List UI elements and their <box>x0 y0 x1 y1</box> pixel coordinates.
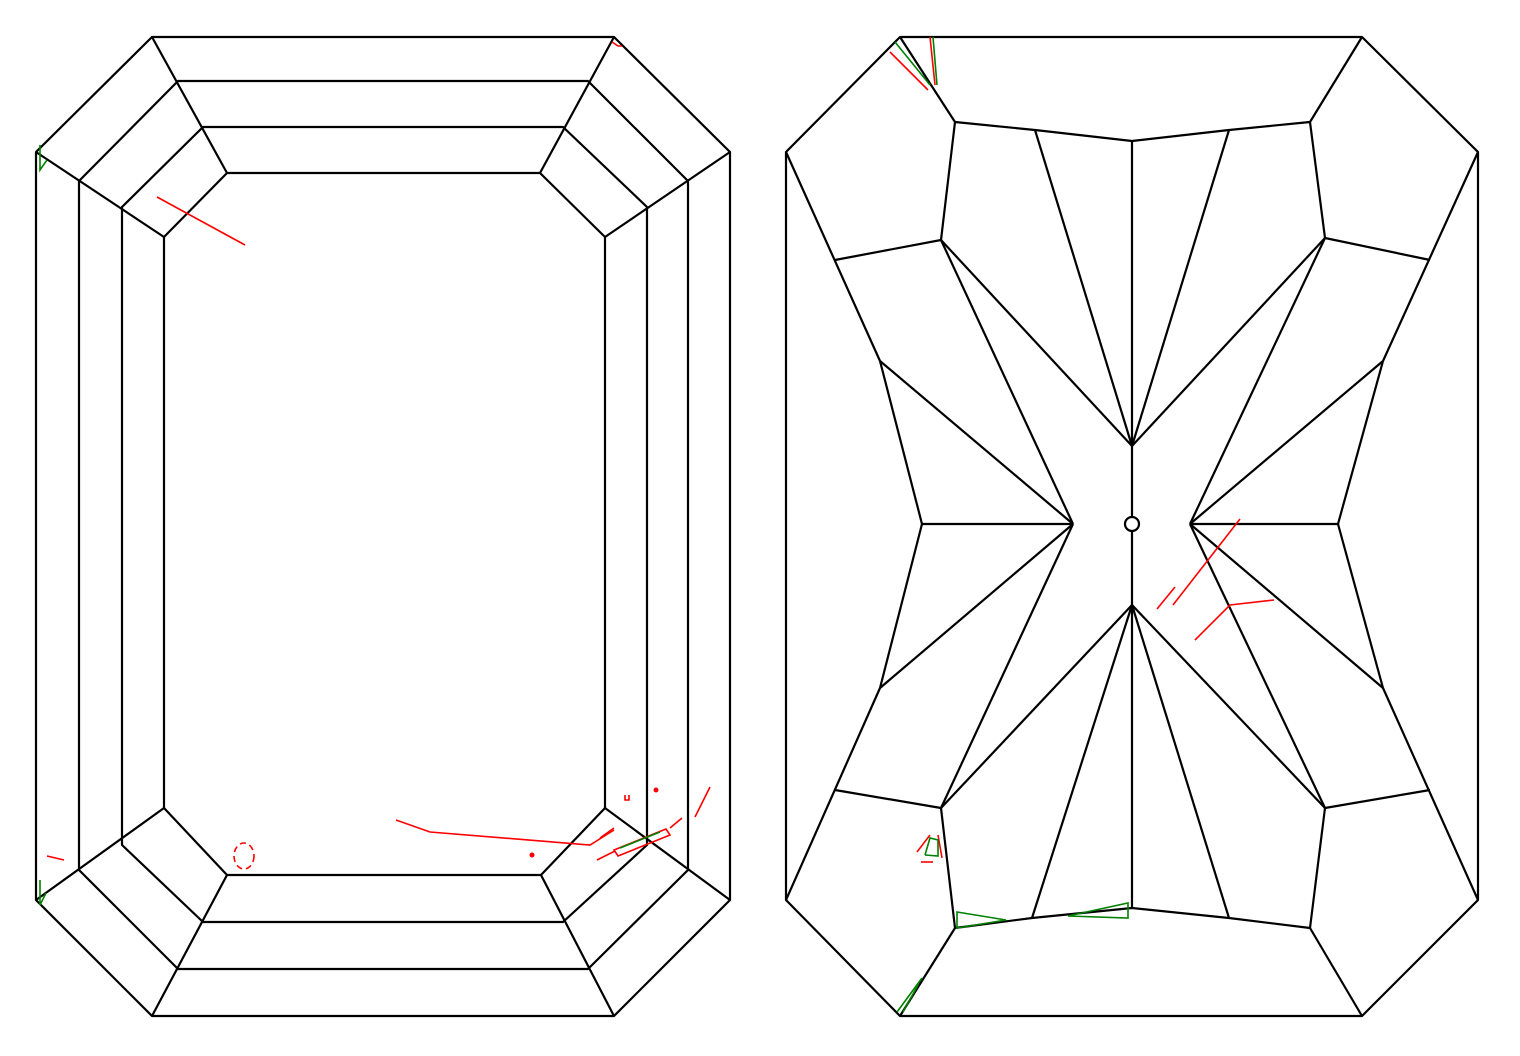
pavilion-facet-edge <box>1189 237 1326 525</box>
red-inclusion-mark <box>156 196 246 246</box>
crown-ring-0 <box>34 35 732 1018</box>
red-inclusion-mark <box>46 855 65 861</box>
red-inclusion-mark <box>233 842 255 870</box>
red-inclusion-mark <box>599 827 615 839</box>
crown-ring-1 <box>77 79 690 971</box>
red-inclusion-mark <box>1194 599 1275 641</box>
corner-facet-edge <box>540 874 615 1017</box>
red-inclusion-mark <box>669 817 683 829</box>
green-inclusion-mark <box>902 984 919 1013</box>
red-inclusion-mark <box>916 834 931 853</box>
inclusion-marks <box>39 36 1275 1013</box>
pavilion-facet-edge <box>1381 151 1480 362</box>
pavilion-facet-edge <box>1308 807 1327 929</box>
green-inclusion-mark <box>39 880 47 906</box>
green-inclusion-mark <box>896 977 923 1013</box>
pavilion-facet-edge <box>1189 523 1384 689</box>
corner-facet-edge <box>35 807 165 901</box>
red-inclusion-mark <box>612 828 672 857</box>
green-inclusion-mark <box>932 36 938 86</box>
pavilion-facet-edge <box>1336 360 1385 525</box>
green-inclusion-mark <box>1067 902 1129 919</box>
pavilion-facet-edge <box>879 360 1074 525</box>
culet <box>1123 515 1141 533</box>
pavilion-facet-edge <box>1131 604 1326 809</box>
crown-ring-2 <box>120 125 649 924</box>
green-inclusion-mark <box>619 831 661 849</box>
pavilion-facet-edge <box>1030 604 1134 919</box>
pavilion-facet-edge <box>1308 121 1327 239</box>
pavilion-facet-edge <box>784 687 882 901</box>
pavilion-facet-edge <box>784 151 882 362</box>
red-inclusion-mark <box>937 834 943 859</box>
pavilion-facet-edge <box>940 523 1074 809</box>
pavilion-facet-edge <box>1309 36 1363 123</box>
red-inclusion-mark <box>694 786 711 818</box>
pavilion-facet-edge <box>878 360 924 525</box>
pavilion-facet-edge <box>1324 236 1431 262</box>
green-inclusion-mark <box>894 41 931 86</box>
pavilion-facet-edge <box>1130 129 1231 447</box>
corner-facet-edge <box>35 151 165 238</box>
red-inclusion-mark <box>889 51 929 91</box>
pavilion-facet-edge <box>940 604 1133 809</box>
pavilion-facet-edge <box>940 239 1074 525</box>
pavilion-facet-edge <box>939 121 957 241</box>
red-inclusion-mark <box>1156 586 1176 610</box>
corner-facet-edge <box>151 874 228 1017</box>
pavilion-girdle-edge-top <box>954 120 1311 143</box>
pavilion-facet-edge <box>1381 687 1480 901</box>
pavilion-facet-edge <box>940 239 1133 447</box>
green-inclusion-mark <box>39 145 48 173</box>
red-pinpoint-mark <box>653 787 659 793</box>
corner-facet-edge <box>539 36 615 174</box>
red-pinpoint-mark <box>529 852 535 858</box>
pavilion-facet-edge <box>1130 604 1231 919</box>
red-inclusion-mark <box>1172 518 1241 606</box>
pavilion-facet-edge <box>878 523 924 689</box>
green-inclusion-mark <box>924 837 939 857</box>
pavilion-facet-edge <box>939 807 957 929</box>
table-facet <box>162 171 607 877</box>
pavilion-facet-edge <box>1324 788 1431 810</box>
red-inclusion-mark <box>624 795 630 801</box>
crown-view <box>34 35 732 1018</box>
pavilion-facet-edge <box>899 36 956 123</box>
pavilion-facet-edge <box>1309 927 1363 1017</box>
green-inclusion-mark <box>956 911 1007 929</box>
corner-facet-edge <box>151 36 228 174</box>
pavilion-facet-edge <box>879 523 1074 689</box>
corner-facet-edge <box>604 807 731 901</box>
pavilion-facet-edge <box>1336 523 1385 689</box>
red-inclusion-mark <box>596 850 616 861</box>
pavilion-facet-edge <box>1131 237 1326 447</box>
pavilion-facet-edge <box>1189 523 1326 809</box>
pavilion-facet-edge <box>1189 360 1384 525</box>
pavilion-view <box>784 35 1480 1018</box>
corner-facet-edge <box>604 151 731 238</box>
red-inclusion-mark <box>929 36 936 86</box>
pavilion-facet-edge <box>834 788 942 810</box>
pavilion-girdle-edge-bottom <box>954 906 1311 930</box>
pavilion-facet-edge <box>1033 129 1134 447</box>
pavilion-facet-edge <box>834 238 942 262</box>
red-inclusion-mark <box>611 41 622 47</box>
